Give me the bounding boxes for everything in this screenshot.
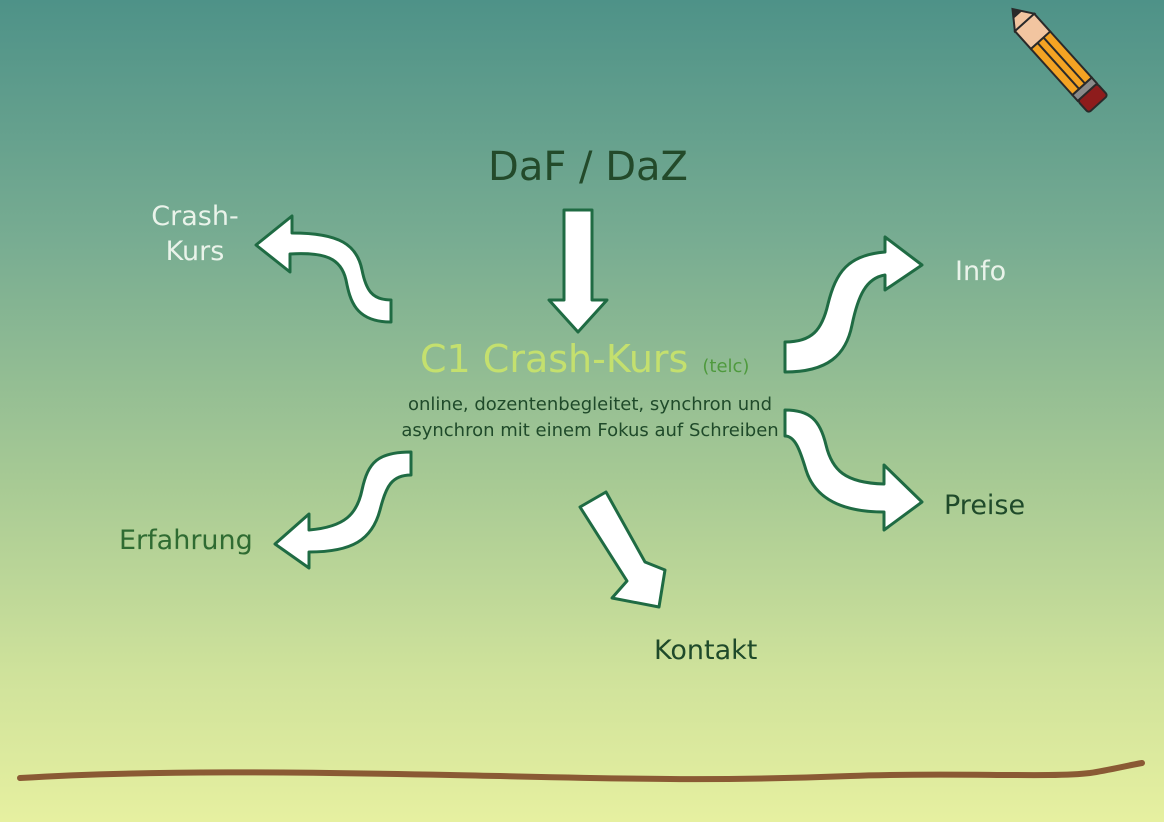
- arrow-to-erfahrung: [273, 450, 413, 570]
- nav-link-erfahrung[interactable]: Erfahrung: [119, 525, 253, 556]
- arrow-to-crash-kurs: [254, 214, 393, 324]
- arrow-to-kontakt: [578, 490, 667, 609]
- page-heading: DaF / DaZ: [488, 144, 688, 190]
- course-tag: (telc): [702, 356, 750, 377]
- arrow-to-info: [783, 235, 924, 374]
- arrow-to-preise: [783, 408, 924, 532]
- ground-line: [17, 760, 1145, 783]
- course-description: online, dozentenbegleitet, synchron und …: [401, 394, 779, 441]
- course-title-text: C1 Crash-Kurs: [420, 337, 689, 381]
- nav-link-info[interactable]: Info: [955, 256, 1007, 287]
- pencil-icon: [1011, 7, 1108, 113]
- nav-link-crash-kurs[interactable]: Crash- Kurs: [151, 201, 239, 267]
- nav-link-kontakt[interactable]: Kontakt: [654, 635, 758, 666]
- arrow-down-to-course: [547, 208, 609, 334]
- course-title: C1 Crash-Kurs (telc): [420, 337, 749, 383]
- nav-link-preise[interactable]: Preise: [944, 490, 1026, 521]
